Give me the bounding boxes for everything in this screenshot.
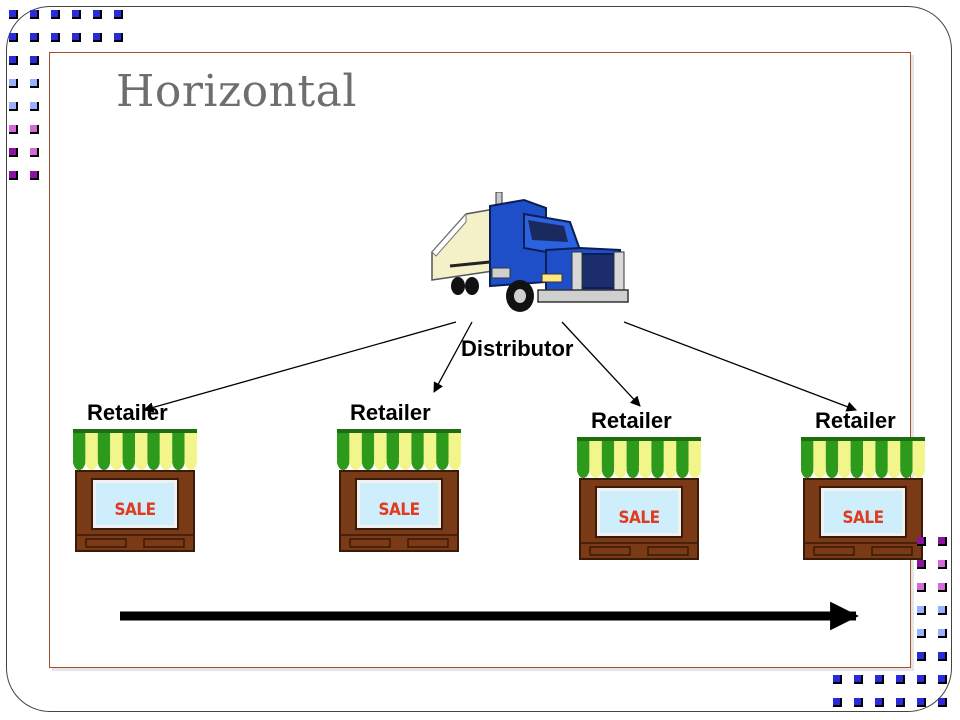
sale-sign: SALE [842, 508, 884, 528]
decorative-square [854, 675, 863, 684]
decorative-square [30, 10, 39, 19]
decorative-square [9, 10, 18, 19]
decorative-square [30, 102, 39, 111]
storefront-icon: SALE [576, 435, 702, 561]
decorative-square [114, 33, 123, 42]
decorative-square [93, 33, 102, 42]
decorative-square [917, 698, 926, 707]
sale-sign: SALE [618, 508, 660, 528]
decorative-square [51, 33, 60, 42]
decorative-square [917, 537, 926, 546]
decorative-square [938, 675, 947, 684]
decorative-square [833, 675, 842, 684]
decorative-square [93, 10, 102, 19]
decorative-square [9, 56, 18, 65]
decorative-square [72, 33, 81, 42]
decorative-square [9, 79, 18, 88]
decorative-square [875, 698, 884, 707]
decorative-square [30, 79, 39, 88]
decorative-square [30, 33, 39, 42]
decorative-square [938, 583, 947, 592]
storefront-icon: SALE [72, 427, 198, 553]
retailer-label-2: Retailer [350, 400, 431, 425]
decorative-square [875, 675, 884, 684]
decorative-square [854, 698, 863, 707]
decorative-square [30, 148, 39, 157]
decorative-square [917, 606, 926, 615]
decorative-square [51, 10, 60, 19]
decorative-square [938, 560, 947, 569]
arrow-to-retailer-4 [623, 321, 857, 412]
decorative-square [114, 10, 123, 19]
decorative-square [938, 629, 947, 638]
decorative-square [9, 148, 18, 157]
decorative-square [9, 102, 18, 111]
decorative-square [938, 652, 947, 661]
decorative-square [30, 125, 39, 134]
decorative-square [9, 125, 18, 134]
arrow-to-retailer-1 [142, 321, 457, 413]
decorative-square [938, 537, 947, 546]
decorative-square [896, 675, 905, 684]
decorative-square [917, 560, 926, 569]
decorative-square [9, 171, 18, 180]
decorative-square [917, 652, 926, 661]
decorative-square [833, 698, 842, 707]
decorative-square [917, 675, 926, 684]
retailer-label-1: Retailer [87, 400, 168, 425]
content-frame [49, 52, 911, 668]
decorative-square [938, 606, 947, 615]
sale-sign: SALE [114, 500, 156, 520]
slide-border [6, 6, 952, 712]
truck-icon [428, 191, 632, 320]
decorative-square [896, 698, 905, 707]
distributor-label: Distributor [461, 336, 574, 361]
storefront-icon: SALE [336, 427, 462, 553]
decorative-square [72, 10, 81, 19]
slide-title: Horizontal [116, 66, 357, 117]
decorative-square [30, 56, 39, 65]
sale-sign: SALE [378, 500, 420, 520]
decorative-square [30, 171, 39, 180]
decorative-square [917, 583, 926, 592]
retailer-label-4: Retailer [815, 408, 896, 433]
arrow-to-retailer-3 [561, 321, 641, 407]
storefront-icon: SALE [800, 435, 926, 561]
decorative-square [9, 33, 18, 42]
retailer-label-3: Retailer [591, 408, 672, 433]
decorative-square [917, 629, 926, 638]
decorative-square [938, 698, 947, 707]
arrow-to-retailer-2 [433, 321, 473, 393]
